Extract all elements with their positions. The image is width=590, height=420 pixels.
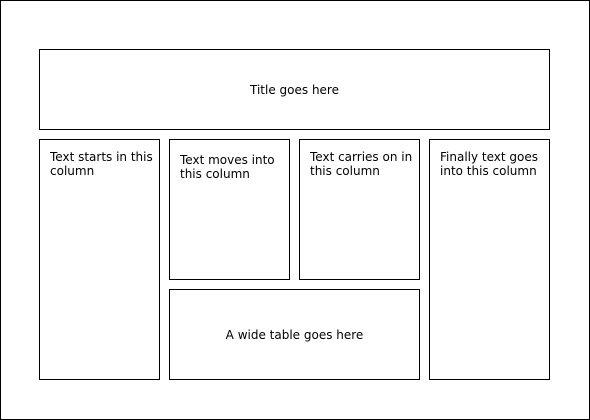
wide-table-region: A wide table goes here — [169, 289, 420, 380]
column-4: Finally text goes into this column — [429, 139, 550, 380]
column-1: Text starts in this column — [39, 139, 160, 380]
title-region: Title goes here — [39, 49, 550, 130]
column-4-label: Finally text goes into this column — [440, 150, 538, 178]
title-label: Title goes here — [250, 82, 339, 97]
column-3: Text carries on in this column — [299, 139, 420, 280]
column-2-label: Text moves into this column — [180, 153, 275, 181]
column-2: Text moves into this column — [169, 139, 290, 280]
column-1-label: Text starts in this column — [50, 150, 153, 178]
wide-table-label: A wide table goes here — [225, 327, 364, 342]
column-3-label: Text carries on in this column — [310, 150, 413, 178]
